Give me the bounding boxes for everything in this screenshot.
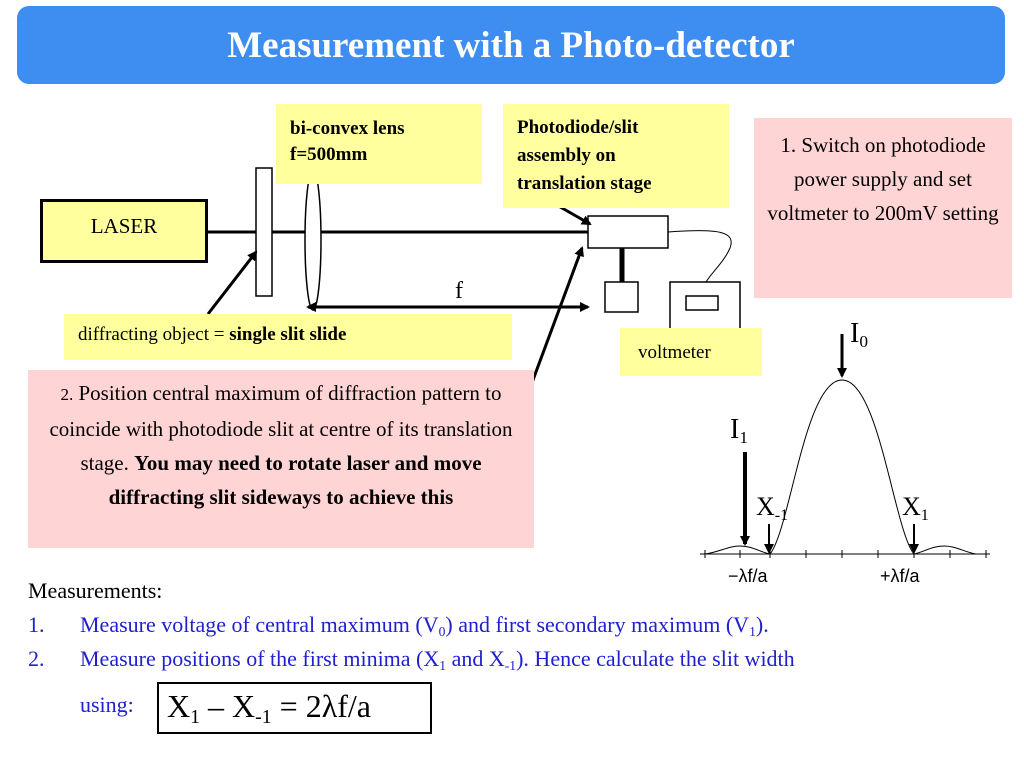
label-xm1: X-1 — [756, 492, 789, 524]
voltmeter-label: voltmeter — [638, 342, 711, 363]
measurement-using-label: using: — [80, 692, 134, 717]
step2-bold: You may need to rotate laser and move di… — [108, 451, 482, 509]
pointer-stage — [528, 246, 584, 389]
slit-plate — [255, 167, 273, 297]
focal-label: f — [455, 278, 463, 304]
stage-block — [604, 281, 639, 313]
slide-title: Measurement with a Photo-detector — [227, 24, 795, 66]
cable — [667, 230, 732, 283]
laser-label: LASER — [90, 214, 158, 238]
lens-line1: bi-convex lens — [290, 118, 405, 139]
tick-label-right: +λf/a — [880, 566, 920, 586]
step1-note: 1. Switch on photodiode power supply and… — [754, 118, 1012, 298]
step2-text: Position central maximum of diffraction … — [49, 381, 513, 475]
label-i1: I1 — [730, 414, 749, 448]
pointer-diff-object — [206, 250, 258, 315]
pd-line2: assembly on — [517, 145, 616, 166]
slit-width-equation: X1 – X-1 = 2λf/a — [157, 682, 432, 734]
measurements-heading: Measurements: — [28, 578, 163, 603]
pd-line3: translation stage — [517, 173, 652, 194]
diff-prefix: diffracting object = — [78, 324, 230, 345]
lens-line2: f=500mm — [290, 144, 368, 165]
voltmeter-display — [685, 295, 719, 311]
step2-note: 2. Position central maximum of diffracti… — [28, 370, 534, 548]
lens-note: bi-convex lens f=500mm — [276, 104, 482, 184]
measurement-item-2: 2.Measure positions of the first minima … — [28, 646, 795, 674]
voltmeter-note: voltmeter — [620, 328, 762, 376]
step1-text: 1. Switch on photodiode power supply and… — [767, 133, 999, 225]
step2-num: 2. — [60, 385, 74, 404]
measurement-item-1: 1.Measure voltage of central maximum (V0… — [28, 612, 769, 640]
title-banner: Measurement with a Photo-detector — [17, 6, 1005, 84]
label-i0: I0 — [850, 318, 869, 352]
pd-line1: Photodiode/slit — [517, 117, 639, 138]
label-x1: X1 — [902, 492, 929, 524]
photodiode-note: Photodiode/slit assembly on translation … — [503, 104, 729, 208]
diff-bold: single slit slide — [229, 324, 347, 345]
intensity-curve — [704, 379, 990, 555]
laser-box: LASER — [40, 199, 208, 263]
diffracting-object-note: diffracting object = single slit slide — [64, 314, 512, 360]
tick-label-left: −λf/a — [728, 566, 768, 586]
